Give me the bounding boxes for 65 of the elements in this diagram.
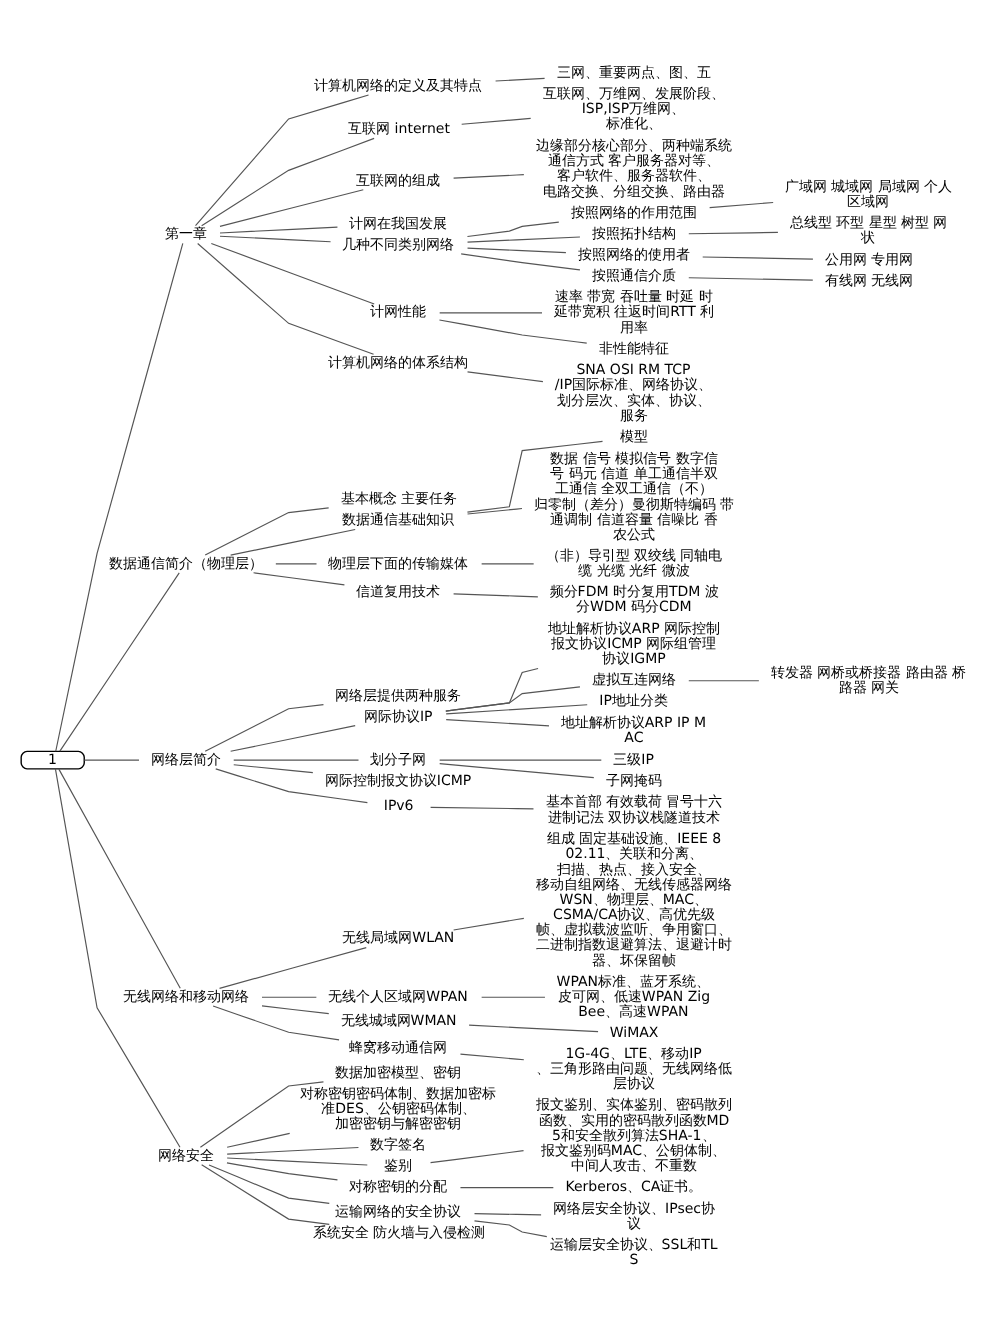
connector xyxy=(58,768,181,989)
connector xyxy=(453,593,539,598)
connector xyxy=(459,1053,525,1061)
connector xyxy=(275,563,318,565)
connector xyxy=(481,563,535,565)
connector xyxy=(208,1164,330,1204)
connector xyxy=(473,1213,542,1216)
connector xyxy=(466,371,544,383)
connector xyxy=(219,226,339,234)
connector xyxy=(226,1162,339,1181)
connector xyxy=(460,253,581,271)
connector xyxy=(459,1187,554,1189)
connector xyxy=(466,440,604,513)
connector xyxy=(204,507,330,556)
connector xyxy=(468,1024,599,1033)
connector xyxy=(212,1005,340,1041)
connector xyxy=(194,94,370,227)
connector xyxy=(204,704,325,752)
connector xyxy=(445,704,588,715)
connector xyxy=(55,242,184,752)
connector xyxy=(453,174,525,179)
connector xyxy=(688,231,779,235)
connector xyxy=(226,1157,368,1166)
connector xyxy=(439,312,543,314)
connector xyxy=(429,1150,525,1164)
connector xyxy=(226,1132,291,1148)
connector xyxy=(445,686,581,712)
connector xyxy=(439,759,602,761)
connector xyxy=(261,1005,330,1015)
connector xyxy=(688,680,760,682)
connector xyxy=(453,917,525,931)
connector xyxy=(233,764,314,774)
connector xyxy=(230,528,356,556)
connector xyxy=(201,1164,330,1225)
connector xyxy=(210,242,375,305)
connector xyxy=(252,572,345,586)
connector xyxy=(466,221,560,238)
connector xyxy=(466,236,581,243)
connector xyxy=(218,947,367,989)
connector xyxy=(219,189,364,227)
connector xyxy=(219,235,332,243)
connector xyxy=(473,1220,548,1238)
connector xyxy=(261,996,317,998)
connector xyxy=(445,719,550,727)
connector xyxy=(215,768,368,804)
connector xyxy=(702,256,814,260)
connector xyxy=(466,247,567,254)
connector xyxy=(461,117,532,125)
connector xyxy=(466,507,523,515)
connector xyxy=(438,319,588,344)
connector xyxy=(481,996,546,998)
connector xyxy=(233,759,360,761)
connector xyxy=(688,277,814,281)
connector xyxy=(54,768,181,1148)
connector xyxy=(439,763,595,779)
connector xyxy=(59,572,180,752)
connector xyxy=(230,725,356,752)
connector xyxy=(495,77,546,82)
connector xyxy=(709,201,774,209)
connector xyxy=(430,806,535,810)
connector xyxy=(201,137,375,227)
connector xyxy=(83,759,140,761)
connector xyxy=(199,1081,325,1148)
connector xyxy=(197,242,375,355)
connector xyxy=(226,1146,360,1155)
